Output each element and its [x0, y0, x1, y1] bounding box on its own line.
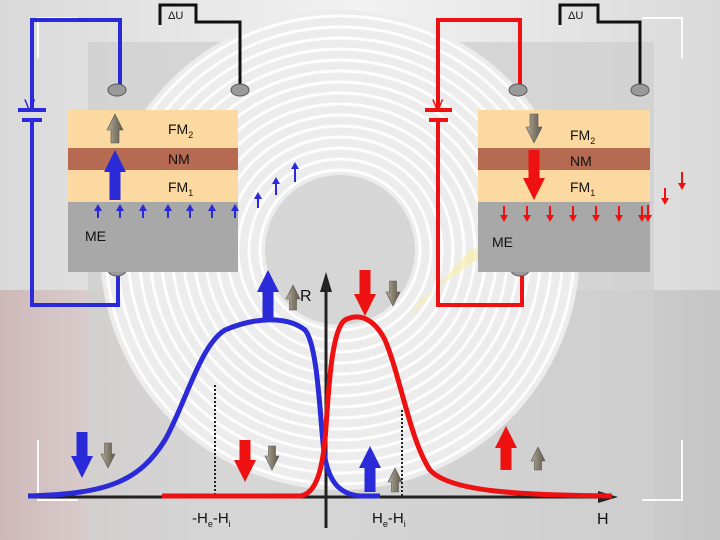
thin-up-arrow — [186, 204, 194, 218]
thin-up-arrow — [208, 204, 216, 218]
moment-down-arrow — [234, 440, 256, 482]
moment-down-arrow — [100, 442, 116, 469]
thin-up-arrow — [139, 204, 147, 218]
thin-down-arrow — [638, 206, 646, 222]
thin-down-arrow — [546, 206, 554, 222]
moment-down-arrow — [71, 432, 93, 478]
left-arrows — [94, 113, 299, 218]
thin-down-arrow — [678, 172, 686, 190]
right-supply-label: V — [432, 96, 444, 115]
right-me-label: ME — [492, 234, 513, 250]
right-nm-label: NM — [570, 153, 592, 169]
right-top-contact — [508, 83, 528, 97]
right-bottom-wire — [436, 120, 524, 307]
disc-ring — [247, 157, 433, 343]
plot-arrows — [71, 270, 546, 493]
disc-hub — [265, 175, 415, 325]
thin-up-arrow — [254, 192, 262, 208]
red-resistance-curve — [162, 314, 613, 499]
right-meter-wire — [558, 3, 642, 88]
plot-x-label: H — [597, 511, 609, 528]
moment-up-arrow — [106, 113, 124, 144]
right-circuit — [425, 3, 686, 307]
thin-down-arrow — [615, 206, 623, 222]
right-fm1-layer — [478, 170, 650, 202]
moment-down-arrow — [523, 150, 545, 200]
moment-up-arrow — [359, 446, 381, 492]
moment-up-arrow — [257, 270, 279, 318]
thin-down-arrow — [592, 206, 600, 222]
right-supply-wire — [436, 18, 522, 110]
left-top-contact — [107, 83, 127, 97]
left-circuit — [18, 3, 299, 307]
left-meter-label: ΔU — [168, 10, 184, 22]
left-me-label: ME — [85, 228, 106, 244]
thin-up-arrow — [291, 162, 299, 182]
left-supply-wire — [30, 18, 122, 110]
resistance-plot — [27, 270, 618, 528]
left-right-contact — [230, 83, 250, 97]
left-fm1-label: FM1 — [168, 179, 194, 198]
right-nm-layer — [478, 148, 650, 170]
left-me-layer — [68, 202, 238, 272]
thin-down-arrow — [523, 206, 531, 222]
right-me-layer — [478, 202, 650, 272]
thin-down-arrow — [644, 205, 652, 222]
moment-up-arrow — [285, 284, 301, 311]
left-bottom-wire — [30, 120, 120, 307]
moment-up-arrow — [495, 426, 517, 470]
tick-label-neg: -He-Hi — [192, 510, 231, 529]
moment-up-arrow — [387, 467, 403, 493]
right-meter-label: ΔU — [568, 10, 584, 22]
moment-down-arrow — [354, 270, 376, 316]
thin-up-arrow — [94, 204, 102, 218]
right-fm1-label: FM1 — [570, 179, 596, 198]
left-nm-layer — [68, 148, 238, 170]
thin-up-arrow — [164, 204, 172, 218]
right-right-contact — [630, 83, 650, 97]
thin-down-arrow — [661, 188, 669, 205]
plot-y-arrowhead — [320, 272, 332, 292]
thin-up-arrow — [116, 204, 124, 218]
thin-down-arrow — [569, 206, 577, 222]
moment-down-arrow — [264, 445, 280, 471]
plot-y-label: R — [300, 288, 312, 305]
tick-label-pos: He-Hi — [372, 510, 406, 529]
left-supply-label: V — [24, 96, 36, 115]
left-nm-label: NM — [168, 151, 190, 167]
left-fm2-layer — [68, 110, 238, 148]
left-fm1-layer — [68, 170, 238, 202]
thin-up-arrow — [272, 177, 280, 195]
left-fm2-label: FM2 — [168, 121, 194, 140]
right-fm2-label: FM2 — [570, 127, 596, 146]
moment-down-arrow — [385, 280, 401, 307]
right-fm2-layer — [478, 110, 650, 148]
right-arrows — [500, 113, 686, 222]
moment-down-arrow — [525, 113, 543, 144]
thin-down-arrow — [500, 206, 508, 222]
moment-up-arrow — [104, 150, 126, 200]
moment-up-arrow — [530, 446, 546, 471]
thin-up-arrow — [231, 204, 239, 218]
